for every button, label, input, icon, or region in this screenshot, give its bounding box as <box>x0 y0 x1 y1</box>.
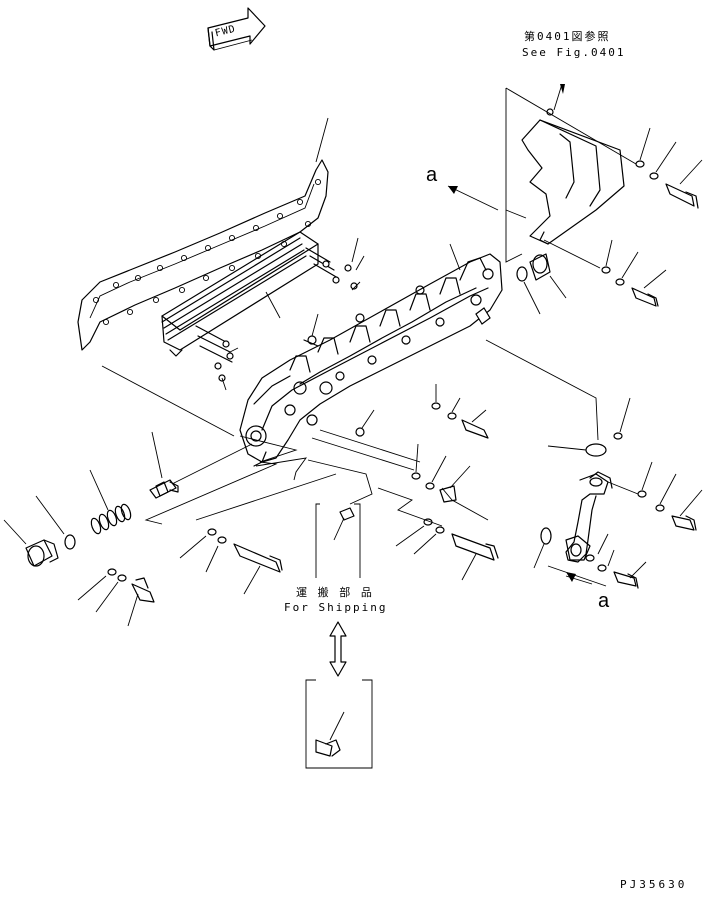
relief-valve <box>3 431 179 567</box>
drawing-id: PJ35630 <box>620 878 688 891</box>
connector-plug <box>529 253 551 281</box>
cooler-cover <box>239 243 503 471</box>
reference-note-jp: 第0401図参照 <box>524 30 611 43</box>
shipping-part-box-upper <box>315 503 361 578</box>
callout-a-top: a <box>426 164 438 186</box>
leader-lines <box>101 339 599 527</box>
reference-pump-assembly <box>447 83 703 315</box>
shipping-label-en: For Shipping <box>284 601 388 614</box>
cooler-gasket <box>77 117 329 351</box>
reference-note-en: See Fig.0401 <box>522 46 626 59</box>
cooler-core <box>161 231 365 391</box>
shipping-part-box-lower <box>305 679 373 769</box>
water-pipe <box>533 397 703 589</box>
cover-bolts-lower-left <box>77 528 283 627</box>
cover-bolts-middle <box>303 313 499 581</box>
fwd-arrow-icon <box>207 7 266 51</box>
callout-a-bottom: a <box>598 590 610 612</box>
shipping-label-jp: 運 搬 部 品 <box>296 586 374 599</box>
shipping-transfer-arrow-icon <box>329 621 347 677</box>
